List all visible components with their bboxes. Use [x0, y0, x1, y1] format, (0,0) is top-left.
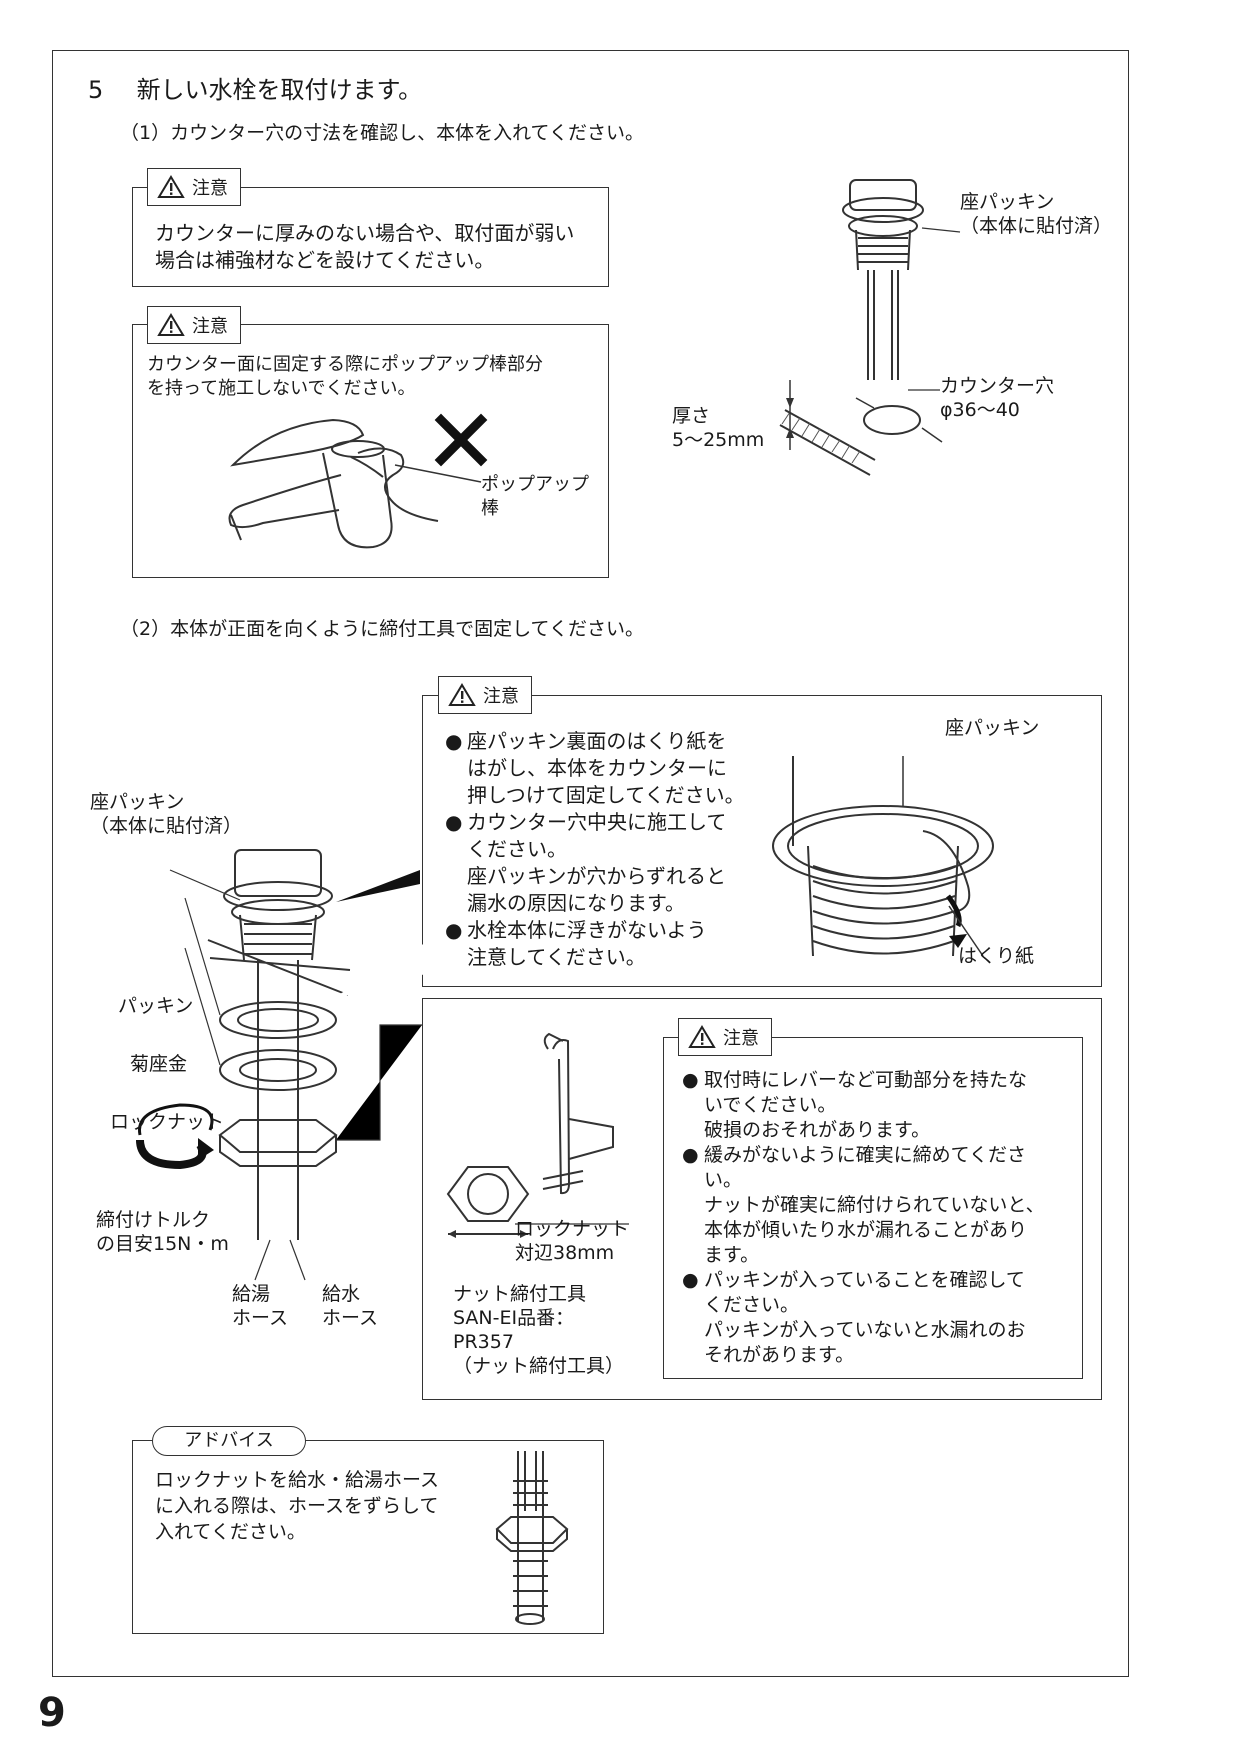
caution-box-4: 取付時にレバーなど可動部分を持たな いでください。 破損のおそれがあります。 緩…	[663, 1037, 1083, 1379]
tool-box: ロックナット 対辺38mm ナット締付工具 SAN-EI品番： PR357 （ナ…	[422, 998, 1102, 1400]
caution-4-list: 取付時にレバーなど可動部分を持たな いでください。 破損のおそれがあります。 緩…	[682, 1068, 1045, 1368]
popup-rod-label: ポップアップ 棒	[481, 474, 589, 519]
seat-packing-detail-illustration	[772, 756, 994, 957]
tool-locknut-label: ロックナット 対辺38mm	[515, 1218, 630, 1264]
advice-illustration	[495, 1451, 569, 1625]
step-number: 5	[88, 76, 104, 104]
fig2-seat-packing-label: 座パッキン （本体に貼付済）	[90, 791, 243, 837]
advice-box: ロックナットを給水・給湯ホース に入れる際は、ホースをずらして 入れてください。	[132, 1440, 604, 1634]
page-frame	[52, 50, 1129, 1677]
advice-text: ロックナットを給水・給湯ホース に入れる際は、ホースをずらして 入れてください。	[155, 1469, 440, 1543]
caution-3-seat-packing-label: 座パッキン	[945, 717, 1040, 739]
substep-2: （2）本体が正面を向くように締付工具で固定してください。	[120, 618, 644, 640]
warning-icon	[448, 683, 476, 706]
caution-1-text: カウンターに厚みのない場合や、取付面が弱い 場合は補強材などを設けてください。	[155, 221, 575, 272]
caution-tab-3: 注意	[438, 676, 532, 714]
locknut-label: ロックナット	[110, 1111, 225, 1133]
fig1-seat-packing-label: 座パッキン （本体に貼付済）	[960, 191, 1113, 237]
faucet-hand-illustration	[228, 413, 488, 549]
caution-3-item: 座パッキン裏面のはくり紙を はがし、本体をカウンターに 押しつけて固定してくださ…	[445, 728, 745, 809]
counter-hole-illustration	[779, 179, 961, 476]
warning-icon	[688, 1025, 716, 1048]
caution-box-2: カウンター面に固定する際にポップアップ棒部分 を持って施工しないでください。 ポ…	[132, 324, 609, 578]
caution-tab-2: 注意	[147, 306, 241, 344]
caution-4-item: 取付時にレバーなど可動部分を持たな いでください。 破損のおそれがあります。	[682, 1068, 1045, 1143]
assembly-illustration	[136, 849, 440, 1281]
caution-4-item: パッキンが入っていることを確認して ください。 パッキンが入っていないと水漏れの…	[682, 1268, 1045, 1368]
warning-icon	[157, 175, 185, 198]
hot-hose-label: 給湯 ホース	[232, 1283, 289, 1329]
cold-hose-label: 給水 ホース	[322, 1283, 379, 1329]
packing-label: パッキン	[118, 995, 194, 1017]
fig1-hole-label: カウンター穴 φ36〜40	[940, 375, 1055, 421]
caution-3-item: カウンター穴中央に施工して ください。 座パッキンが穴からずれると 漏水の原因に…	[445, 809, 745, 917]
washer-label: 菊座金	[130, 1053, 188, 1075]
caution-2-text: カウンター面に固定する際にポップアップ棒部分 を持って施工しないでください。	[147, 354, 543, 399]
warning-icon	[157, 313, 185, 336]
caution-tab-4: 注意	[678, 1018, 772, 1056]
substep-1: （1）カウンター穴の寸法を確認し、本体を入れてください。	[120, 122, 644, 144]
release-paper-label: はくり紙	[958, 945, 1035, 967]
advice-tab: アドバイス	[152, 1426, 306, 1456]
caution-box-3: 座パッキン裏面のはくり紙を はがし、本体をカウンターに 押しつけて固定してくださ…	[422, 695, 1102, 987]
step-title: 5 新しい水栓を取付けます。	[88, 70, 422, 105]
nut-wrench-illustration	[446, 1032, 629, 1238]
tool-name-label: ナット締付工具 SAN-EI品番： PR357 （ナット締付工具）	[453, 1283, 625, 1377]
caution-3-item: 水栓本体に浮きがないよう 注意してください。	[445, 917, 745, 971]
step-title-text: 新しい水栓を取付けます。	[136, 76, 423, 104]
page-number: 9	[38, 1690, 66, 1736]
caution-3-list: 座パッキン裏面のはくり紙を はがし、本体をカウンターに 押しつけて固定してくださ…	[445, 728, 745, 971]
caution-tab-1: 注意	[147, 168, 241, 206]
fig1-thickness-label: 厚さ 5〜25mm	[672, 405, 765, 451]
torque-label: 締付けトルク の目安15N・m	[96, 1209, 229, 1255]
caution-box-1: カウンターに厚みのない場合や、取付面が弱い 場合は補強材などを設けてください。	[132, 187, 609, 287]
caution-4-item: 緩みがないように確実に締めてくださ い。 ナットが確実に締付けられていないと、 …	[682, 1143, 1045, 1268]
